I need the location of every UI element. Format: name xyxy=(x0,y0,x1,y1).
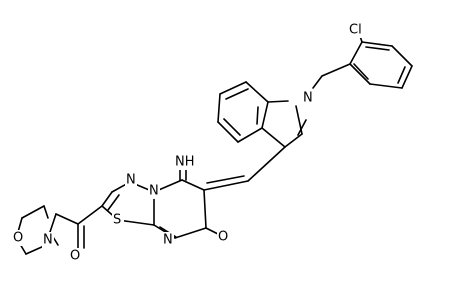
atom-n-thiadiazole-b: N xyxy=(149,184,159,199)
atom-o-amide: O xyxy=(70,249,80,264)
amide-n-bond xyxy=(49,213,57,233)
atom-n-thiadiazole-a: N xyxy=(126,173,136,188)
benzyl-ch2-bond xyxy=(321,63,351,77)
thiadiazole-ring xyxy=(101,181,155,226)
atom-n-pyrimidine: N xyxy=(163,233,173,248)
exo-ch-bond xyxy=(247,146,286,182)
atom-n-morpholine: N xyxy=(43,233,53,248)
ketone-bond xyxy=(205,227,219,235)
atom-n-indole: N xyxy=(303,91,313,106)
chlorophenyl-ring xyxy=(349,41,413,89)
ch2-n-bond xyxy=(312,75,323,89)
ch2-bond xyxy=(77,205,103,225)
atom-imine: NH xyxy=(175,155,195,170)
atom-o-ketone: O xyxy=(218,230,228,245)
atom-s: S xyxy=(113,213,121,228)
atom-o-morpholine: O xyxy=(13,231,23,246)
carbonyl-bond xyxy=(55,213,79,225)
exo-double-bond xyxy=(203,180,249,191)
exo-double-bond-inner xyxy=(206,175,245,184)
atom-cl: Cl xyxy=(349,23,362,38)
indole-ring xyxy=(217,81,307,148)
pyrimidinone-ring xyxy=(153,179,207,239)
